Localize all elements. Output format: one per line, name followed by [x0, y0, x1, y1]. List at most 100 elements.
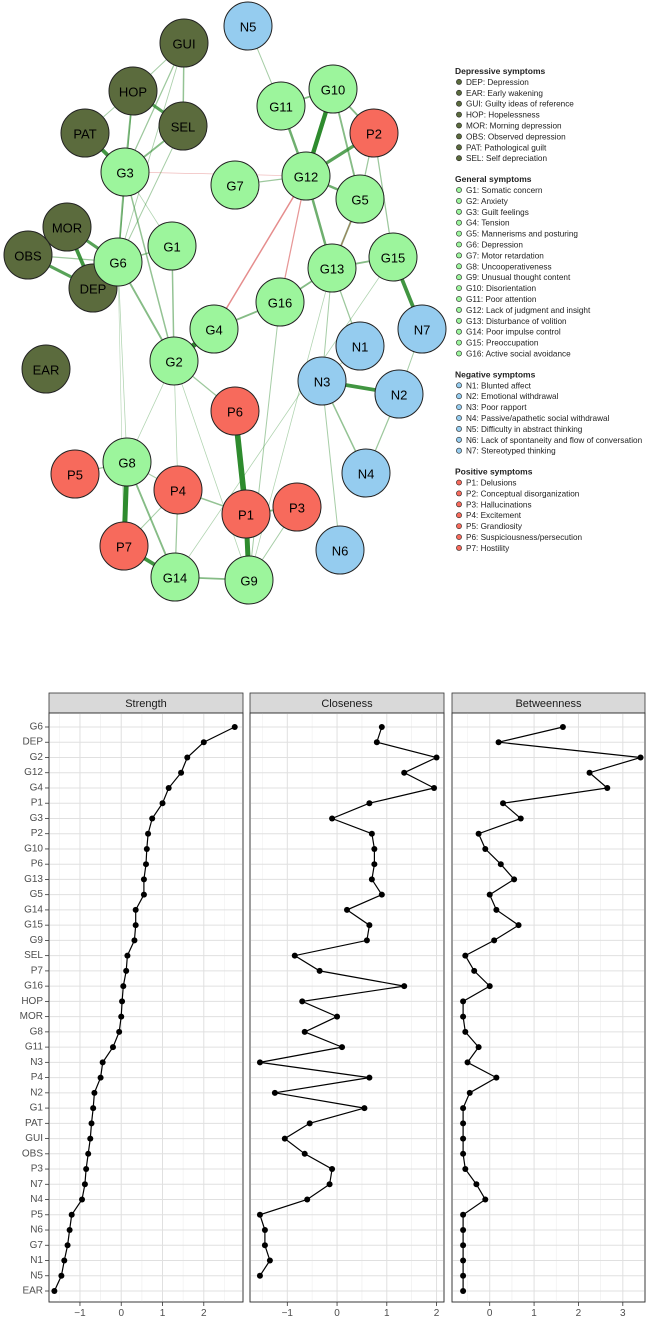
y-tick-HOP: HOP [21, 996, 43, 1007]
node-circle [341, 448, 391, 498]
node-label: G1 [163, 240, 180, 255]
legend-swatch [456, 252, 462, 259]
legend-item: G16: Active social avoidance [466, 350, 571, 359]
point-P7 [316, 967, 323, 974]
point-N2 [91, 1089, 98, 1096]
y-tick-G9: G9 [30, 935, 44, 946]
point-G9 [363, 937, 370, 944]
point-P1 [366, 800, 373, 807]
point-G5 [140, 891, 147, 898]
point-N6 [261, 1227, 268, 1234]
node-circle [42, 202, 92, 252]
y-tick-PAT: PAT [25, 1118, 43, 1129]
point-GUI [460, 1135, 467, 1142]
node-G3: G3 [100, 147, 150, 197]
point-G9 [131, 937, 138, 944]
point-N1 [460, 1257, 467, 1264]
legend-swatch [456, 545, 462, 551]
legend-item: P6: Suspiciousness/persecution [466, 533, 583, 542]
legend-item: G5: Mannerisms and posturing [466, 230, 578, 239]
point-N3 [256, 1059, 263, 1066]
node-circle [153, 465, 203, 515]
point-G10 [371, 845, 378, 852]
point-PAT [88, 1120, 95, 1127]
node-circle [223, 1, 273, 51]
edge-N6-N3 [321, 380, 341, 551]
y-tick-G13: G13 [24, 874, 43, 885]
node-G2: G2 [149, 336, 199, 386]
point-G13 [140, 876, 147, 883]
point-PAT [460, 1120, 467, 1127]
node-circle [335, 321, 385, 371]
point-P7 [123, 967, 130, 974]
legend-swatch [456, 219, 462, 226]
legend-item: G7: Motor retardation [466, 251, 544, 260]
node-G13: G13 [307, 243, 357, 293]
point-N2 [466, 1089, 473, 1096]
point-G7 [261, 1242, 268, 1249]
panel-border [249, 712, 445, 1303]
legend-swatch [456, 447, 462, 454]
y-tick-GUI: GUI [25, 1133, 43, 1144]
node-label: N5 [240, 20, 257, 35]
point-OBS [301, 1150, 308, 1157]
node-circle [224, 555, 274, 605]
point-SEL [291, 952, 298, 959]
node-circle [102, 437, 152, 487]
legend-item: MOR: Morning depression [466, 122, 562, 131]
point-N4 [79, 1196, 86, 1203]
node-circle [150, 552, 200, 602]
node-label: G13 [320, 262, 345, 277]
node-label: G5 [351, 193, 368, 208]
node-P7: P7 [99, 521, 149, 571]
point-SEL [124, 952, 131, 959]
point-N2 [271, 1089, 278, 1096]
node-P4: P4 [153, 465, 203, 515]
legend-item: G9: Unusual thought content [466, 273, 571, 282]
point-G6 [559, 724, 566, 730]
node-OBS: OBS [3, 230, 53, 280]
node-label: HOP [119, 85, 147, 100]
legend-item: P7: Hostility [466, 544, 510, 553]
point-G8 [462, 1028, 469, 1035]
y-tick-N5: N5 [30, 1270, 43, 1281]
point-G8 [301, 1028, 308, 1035]
y-tick-P5: P5 [31, 1209, 44, 1220]
legend-swatch [456, 479, 462, 486]
node-HOP: HOP [108, 66, 158, 116]
point-G15 [515, 922, 522, 929]
legend-item: G1: Somatic concern [466, 186, 543, 195]
node-circle [210, 160, 260, 210]
node-G8: G8 [102, 437, 152, 487]
point-GUI [87, 1135, 94, 1142]
legend-item: DEP: Depression [466, 78, 529, 87]
node-EAR: EAR [21, 344, 71, 394]
point-P2 [475, 830, 482, 837]
point-MOR [118, 1013, 125, 1020]
node-label: MOR [52, 221, 82, 236]
node-circle [147, 221, 197, 271]
legend-swatch [456, 197, 462, 204]
node-label: G2 [165, 355, 182, 370]
node-circle [159, 18, 209, 68]
edge-P7-G6 [117, 261, 125, 547]
y-tick-G12: G12 [24, 767, 43, 778]
legend-swatch [456, 230, 462, 237]
point-N3 [99, 1059, 106, 1066]
x-tick-label: 1 [531, 1308, 537, 1319]
point-PAT [306, 1120, 313, 1127]
point-G15 [132, 922, 139, 929]
legend-item: GUI: Guilty ideas of reference [466, 100, 574, 109]
edge-G8-G6 [117, 261, 128, 463]
point-G1 [90, 1105, 97, 1112]
legend-swatch [456, 122, 462, 129]
point-G5 [378, 891, 385, 898]
x-tick-label: 2 [201, 1308, 207, 1319]
legend-swatch [456, 339, 462, 346]
point-G3 [329, 815, 336, 822]
legend-swatch [456, 263, 462, 270]
legend-swatch [456, 111, 462, 118]
y-tick-G8: G8 [30, 1026, 44, 1037]
